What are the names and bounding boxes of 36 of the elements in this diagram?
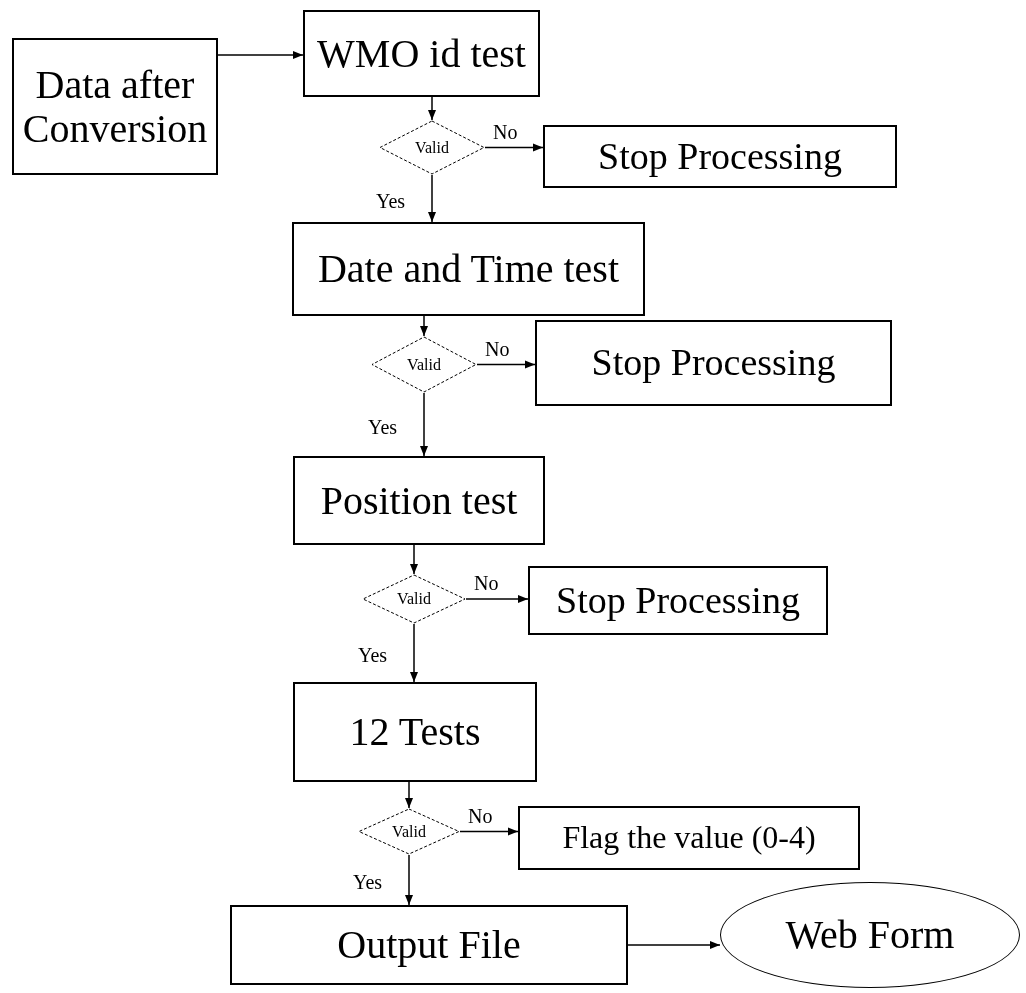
- arrow: [419, 392, 429, 457]
- decision-text: Valid: [407, 355, 441, 374]
- process-box: WMO id test: [303, 10, 540, 97]
- arrow: [465, 594, 529, 604]
- process-box: Stop Processing: [528, 566, 828, 635]
- arrow: [409, 544, 419, 575]
- edge-label: Yes: [351, 872, 385, 892]
- decision-text: Valid: [392, 822, 426, 841]
- process-box: Stop Processing: [543, 125, 897, 188]
- process-box: Output File: [230, 905, 628, 985]
- arrow: [627, 940, 721, 950]
- terminal-ellipse: Web Form: [720, 882, 1020, 988]
- edge-label: Yes: [356, 645, 390, 665]
- arrow: [484, 143, 544, 152]
- edge-label: No: [472, 573, 501, 593]
- arrow: [404, 854, 414, 906]
- arrow: [217, 50, 304, 60]
- arrow: [419, 315, 429, 337]
- arrow: [404, 781, 414, 809]
- process-box: Data after Conversion: [12, 38, 218, 175]
- arrow: [427, 96, 437, 121]
- decision-diamond: [362, 574, 466, 624]
- decision-diamond: [371, 336, 477, 393]
- decision-diamond: [379, 120, 485, 175]
- arrow: [427, 174, 437, 223]
- process-box: Stop Processing: [535, 320, 892, 406]
- decision-diamond: [358, 808, 460, 855]
- process-box: 12 Tests: [293, 682, 537, 782]
- process-box: Position test: [293, 456, 545, 545]
- arrow: [459, 827, 519, 836]
- process-box: Date and Time test: [292, 222, 645, 316]
- decision-text: Valid: [415, 138, 449, 157]
- process-box: Flag the value (0-4): [518, 806, 860, 870]
- decision-text: Valid: [397, 590, 431, 608]
- arrow: [476, 360, 536, 369]
- arrow: [409, 623, 419, 683]
